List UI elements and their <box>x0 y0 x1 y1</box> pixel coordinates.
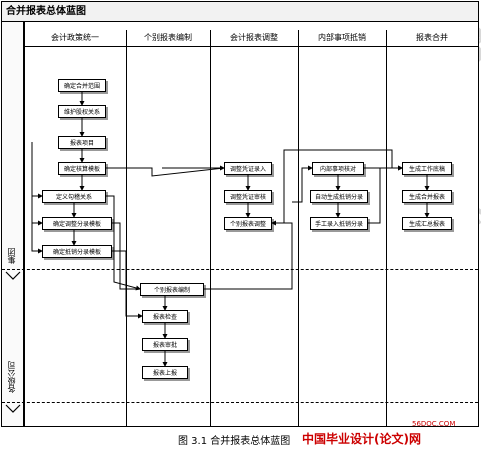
row-divider <box>2 269 478 270</box>
row-label-column <box>2 22 24 426</box>
figure-caption: 图 3.1 合并报表总体蓝图 <box>178 436 291 447</box>
lane-header-consolidate: 报表合并 <box>416 33 448 42</box>
diagram-frame: 合并报表总体蓝图 会计政策统一 个别报表编制 会计报表调整 内部事项抵销 报表合… <box>1 1 479 427</box>
column-divider <box>24 22 25 426</box>
node-report-items: 报表项目 <box>58 136 106 149</box>
brand-logo-text: 中国毕业设计(论文)网 <box>302 432 421 446</box>
column-divider <box>126 30 127 426</box>
node-define-scope: 确定合并范围 <box>58 79 106 92</box>
lane-header-adjust: 会计报表调整 <box>230 33 278 42</box>
column-divider <box>210 30 211 426</box>
lane-header-individual: 个别报表编制 <box>144 33 192 42</box>
flow-connectors <box>5 92 430 413</box>
node-eliminate-template: 确定抵销分录模板 <box>42 245 112 258</box>
node-adjust-entry: 调整凭证录入 <box>224 162 272 175</box>
diagram-title: 合并报表总体蓝图 <box>2 2 478 22</box>
column-divider <box>298 30 299 426</box>
header-divider <box>24 46 478 47</box>
brand-small-text: 56DOC.COM <box>412 420 456 428</box>
column-divider <box>386 30 387 426</box>
node-internal-check: 内部事项核对 <box>312 162 364 175</box>
lane-header-eliminate: 内部事项抵销 <box>318 33 366 42</box>
chevron-icon <box>5 404 21 413</box>
node-adjust-template: 确定调整分录模板 <box>42 217 112 230</box>
chevron-icon <box>5 271 21 280</box>
lane-header-policy: 会计政策统一 <box>51 33 99 42</box>
row-divider <box>2 402 478 403</box>
